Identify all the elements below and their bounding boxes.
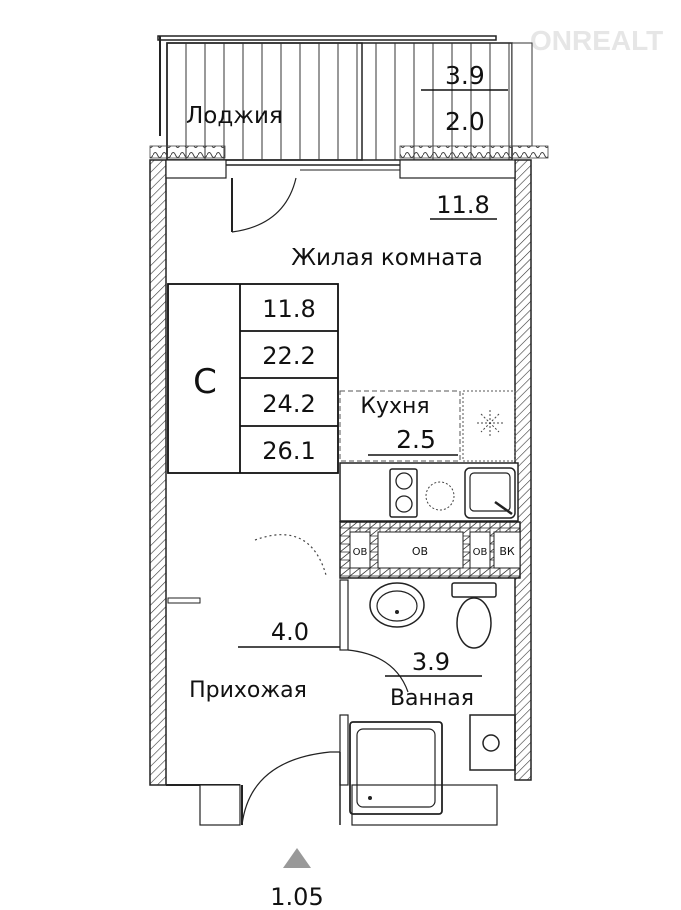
bathroom-area: 3.9 bbox=[412, 648, 450, 676]
bathroom-sink-icon bbox=[369, 582, 425, 628]
living-room-label: Жилая комната bbox=[291, 245, 483, 271]
kitchen-sink-icon bbox=[464, 467, 516, 519]
dishwasher-icon bbox=[425, 481, 455, 511]
shower-icon bbox=[349, 721, 443, 815]
area-table-value: 26.1 bbox=[262, 437, 315, 465]
area-table-value: 11.8 bbox=[262, 295, 315, 323]
entrance-height: 1.05 bbox=[270, 883, 323, 910]
loggia-area-total: 3.9 bbox=[445, 61, 485, 90]
hallway-label: Прихожая bbox=[189, 678, 307, 703]
hallway-area: 4.0 bbox=[271, 618, 309, 646]
loggia-area-reduced: 2.0 bbox=[445, 107, 485, 136]
area-table bbox=[167, 283, 339, 474]
loggia bbox=[149, 35, 549, 161]
entrance-arrow-icon bbox=[283, 848, 311, 868]
area-table-value: 22.2 bbox=[262, 342, 315, 370]
bathroom bbox=[339, 579, 516, 815]
hood-icon bbox=[477, 410, 503, 436]
kitchen bbox=[339, 390, 519, 522]
living-room-area: 11.8 bbox=[436, 191, 489, 219]
loggia-label: Лоджия bbox=[186, 103, 283, 129]
kitchen-area: 2.5 bbox=[396, 425, 436, 454]
kitchen-label: Кухня bbox=[360, 394, 429, 419]
shaft-label: ВК bbox=[499, 545, 515, 558]
stove-icon bbox=[389, 468, 418, 518]
washing-machine-icon bbox=[469, 714, 516, 771]
outer-walls bbox=[149, 159, 532, 826]
bathroom-label: Ванная bbox=[390, 686, 474, 711]
area-table-value: 24.2 bbox=[262, 390, 315, 418]
arch-opening bbox=[254, 534, 327, 576]
watermark: ONREALT bbox=[530, 25, 663, 56]
area-class-letter: C bbox=[193, 362, 217, 402]
ventilation-shafts bbox=[339, 521, 521, 579]
toilet-icon bbox=[451, 582, 497, 649]
shaft-label: ОВ bbox=[473, 547, 488, 558]
shaft-label: ОВ bbox=[412, 545, 428, 558]
bathroom-door[interactable] bbox=[347, 649, 409, 693]
shaft-label: ОВ bbox=[353, 547, 368, 558]
